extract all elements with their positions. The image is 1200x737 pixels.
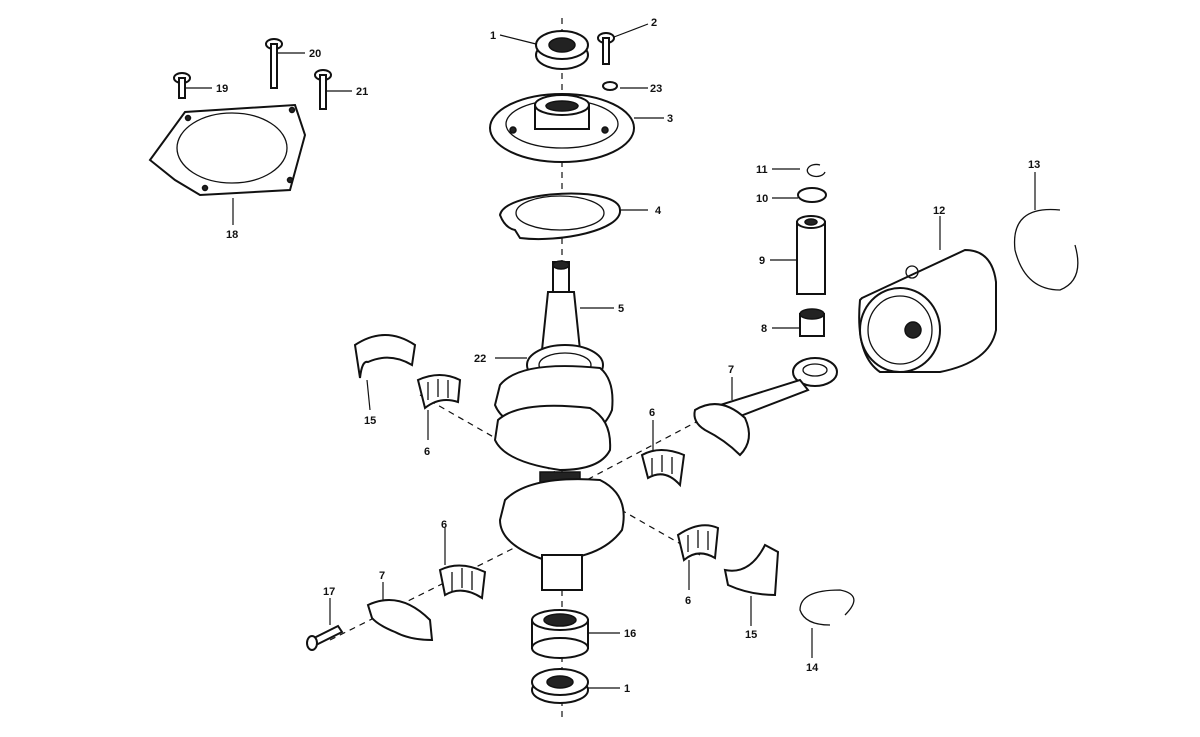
callout-21: 21	[356, 86, 368, 98]
callout-20: 20	[309, 48, 321, 60]
callout-19: 19	[216, 83, 228, 95]
callout-17: 17	[323, 586, 335, 598]
cover-screw-19-part	[173, 72, 191, 99]
cover-screw-21-part	[314, 69, 332, 110]
callout-18: 18	[226, 229, 238, 241]
seal-top-part	[535, 30, 589, 70]
wrist-pin-part	[796, 215, 826, 295]
needle-cage-2-part	[640, 449, 686, 488]
screw-part	[597, 32, 615, 65]
cover-plate-part	[148, 103, 307, 197]
callout-15-left: 15	[364, 415, 376, 427]
callout-3: 3	[667, 113, 673, 125]
callout-11: 11	[756, 164, 768, 176]
lower-main-bearing-part	[531, 609, 589, 659]
gasket-part	[498, 192, 622, 241]
callout-4: 4	[655, 205, 662, 217]
lock-washer-part	[602, 81, 618, 91]
callout-22: 22	[474, 353, 486, 365]
callout-5: 5	[618, 303, 624, 315]
needle-cage-4-part	[676, 524, 720, 562]
callout-23: 23	[650, 83, 662, 95]
callout-7-rod: 7	[728, 364, 734, 376]
callout-6-upper-right: 6	[649, 407, 655, 419]
rod-cap-part	[366, 599, 434, 642]
main-bearing-half-upper-part	[353, 334, 417, 379]
cover-screw-20-part	[265, 38, 283, 89]
callout-1-bottom: 1	[624, 683, 630, 695]
callout-labels: 1 2 23 3 4 5 22 11 10 9 8 7 12 13 16 1 6…	[216, 17, 1040, 695]
needle-cage-3-part	[438, 564, 487, 600]
callout-6-lower-right: 6	[685, 595, 691, 607]
callout-6-upper-left: 6	[424, 446, 430, 458]
callout-8: 8	[761, 323, 767, 335]
seal-bottom-part	[531, 668, 589, 704]
callout-9: 9	[759, 255, 765, 267]
piston-ring-part	[1013, 208, 1079, 291]
wrist-pin-bearing-part	[799, 308, 825, 337]
callout-13: 13	[1028, 159, 1040, 171]
callout-7-cap: 7	[379, 570, 385, 582]
piston-part	[858, 248, 997, 373]
callout-12: 12	[933, 205, 945, 217]
callout-10: 10	[756, 193, 768, 205]
main-bearing-half-lower-part	[723, 543, 780, 597]
lock-ring-part	[799, 589, 855, 626]
callout-15-right: 15	[745, 629, 757, 641]
callout-14: 14	[806, 662, 819, 674]
rod-bolt-part	[306, 624, 344, 651]
needle-cage-1-part	[416, 374, 462, 410]
retainer-plate-part	[489, 93, 635, 163]
crankshaft-part	[493, 260, 625, 591]
callout-1-top: 1	[490, 30, 496, 42]
retaining-clip-part	[806, 163, 826, 178]
leader-lines	[186, 23, 1036, 689]
thrust-washer-part	[797, 187, 827, 203]
callout-2: 2	[651, 17, 657, 29]
callout-16: 16	[624, 628, 636, 640]
callout-6-lower-left: 6	[441, 519, 447, 531]
connecting-rod-part	[693, 357, 838, 457]
